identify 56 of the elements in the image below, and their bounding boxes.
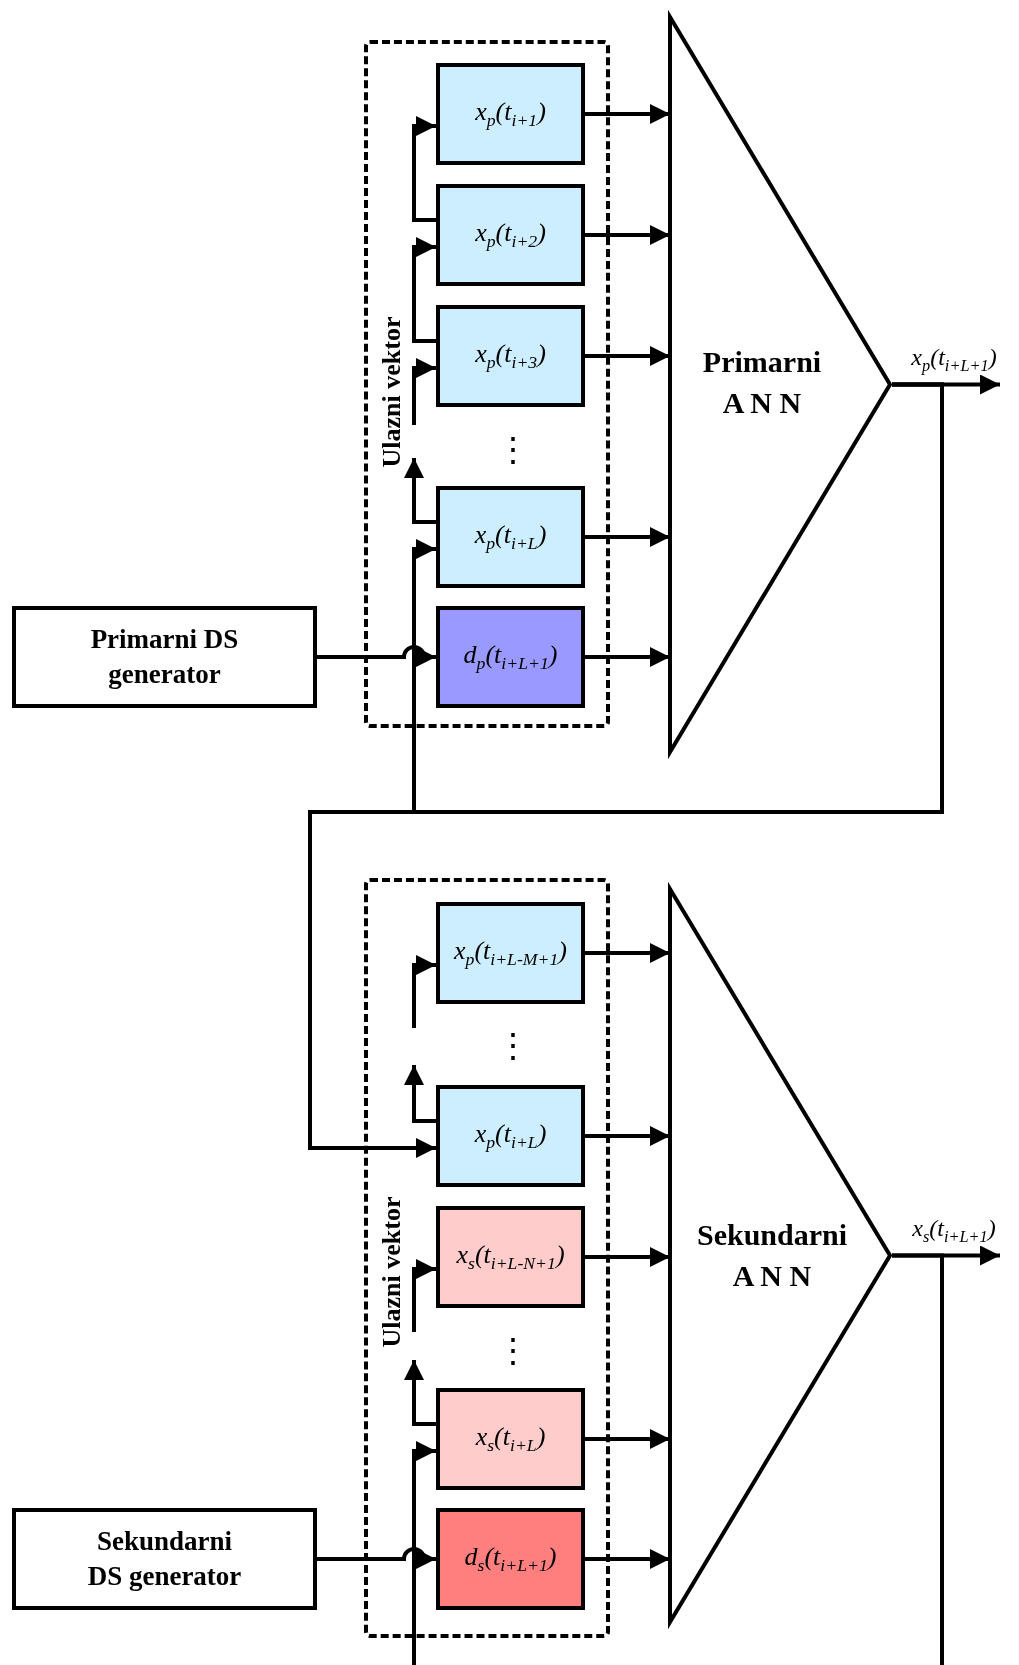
register-box <box>436 184 585 286</box>
signal-label: x$_{p}$(t$_{i+3}$) <box>475 340 546 372</box>
arrow <box>585 1549 670 1569</box>
arrow <box>585 647 670 667</box>
signal-label: x$_{s}$(t$_{i+L-N+1}$) <box>456 1241 565 1273</box>
arrow <box>317 645 436 667</box>
dashed-frame <box>364 40 610 728</box>
register-box <box>436 606 585 708</box>
register-box <box>436 1206 585 1308</box>
arrow <box>585 225 670 245</box>
signal-label: x$_{p}$(t$_{i+L-M+1}$) <box>454 937 567 969</box>
arrow <box>404 458 436 524</box>
arrow <box>412 116 436 222</box>
arrow <box>317 1547 436 1569</box>
arrow <box>412 358 436 425</box>
register-box <box>436 1508 585 1610</box>
group-label: Ulazni vektor <box>379 1196 405 1348</box>
arrow <box>308 382 944 1158</box>
arrow <box>412 955 436 1028</box>
register-box <box>436 486 585 588</box>
connector-line <box>892 1253 944 1665</box>
arrow <box>412 1441 436 1665</box>
register-box <box>436 305 585 407</box>
signal-label: x$_{p}$(t$_{i+1}$) <box>475 98 546 130</box>
arrow <box>404 1360 436 1426</box>
register-box <box>436 63 585 165</box>
signal-label: x$_{p}$(t$_{i+L}$) <box>474 521 547 553</box>
arrow <box>585 943 670 963</box>
signal-label: x$_{p}$(t$_{i+2}$) <box>475 219 546 251</box>
signal-label: d$_{p}$(t$_{i+L+1}$) <box>463 641 558 673</box>
register-box <box>436 902 585 1004</box>
generator-box <box>12 606 317 708</box>
ellipsis: ⋮ <box>496 1334 530 1368</box>
ellipsis: ⋮ <box>496 433 530 467</box>
arrow <box>412 237 436 343</box>
dashed-frame <box>364 878 610 1638</box>
arrow <box>585 104 670 124</box>
ellipsis: ⋮ <box>496 1029 530 1063</box>
arrow <box>585 346 670 366</box>
register-box <box>436 1388 585 1490</box>
generator-label: Sekundarni DS generator <box>86 1524 243 1593</box>
group-label: Ulazni vektor <box>379 316 405 468</box>
arrow <box>585 1429 670 1449</box>
arrow <box>585 527 670 547</box>
network-label: Primarni A N N <box>701 343 823 420</box>
arrow <box>412 1259 436 1332</box>
register-box <box>436 1085 585 1187</box>
arrow <box>585 1126 670 1146</box>
network-label: Sekundarni A N N <box>695 1216 849 1293</box>
arrow <box>585 1247 670 1267</box>
signal-label: d$_{s}$(t$_{i+L+1}$) <box>464 1543 557 1575</box>
generator-box <box>12 1508 317 1610</box>
generator-label: Primarni DS generator <box>89 622 240 691</box>
signal-label: x$_{s}$(t$_{i+L}$) <box>475 1423 546 1455</box>
signal-label: x$_{p}$(t$_{i+L}$) <box>474 1120 547 1152</box>
arrow <box>404 1065 436 1123</box>
